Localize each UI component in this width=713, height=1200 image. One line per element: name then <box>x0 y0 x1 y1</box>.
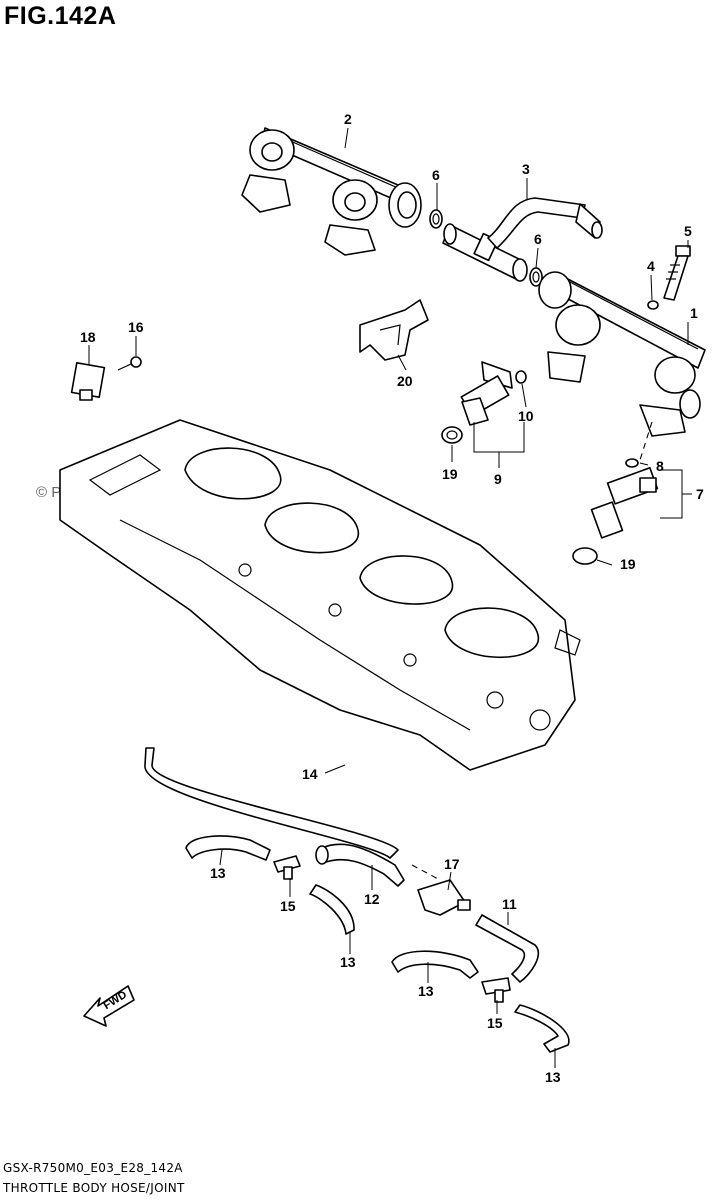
hose-13c[interactable] <box>391 950 479 979</box>
fuel-rail-upper[interactable] <box>241 127 422 256</box>
injector-cushion-upper[interactable] <box>441 426 463 444</box>
hose-13a[interactable] <box>185 835 271 861</box>
figure-code: GSX-R750M0_E03_E28_142A <box>3 1161 183 1175</box>
injector-clamp[interactable] <box>359 299 429 361</box>
joint-17[interactable] <box>417 879 471 916</box>
bolt[interactable] <box>663 245 691 301</box>
callout-9: 9 <box>494 471 502 487</box>
rail-joint[interactable] <box>442 223 528 282</box>
hose-12[interactable] <box>315 843 405 887</box>
hose-14[interactable] <box>144 747 399 859</box>
callout-3: 3 <box>522 161 530 177</box>
callout-14: 14 <box>302 766 318 782</box>
callout-8: 8 <box>656 458 664 474</box>
secondary-injector[interactable] <box>460 361 513 426</box>
injector-cushion-lower[interactable] <box>572 547 598 565</box>
callout-15b: 15 <box>487 1015 503 1031</box>
callout-12: 12 <box>364 891 380 907</box>
callout-19b: 19 <box>620 556 636 572</box>
fuel-rail-lower[interactable] <box>538 271 706 437</box>
callout-19a: 19 <box>442 466 458 482</box>
figure-name: THROTTLE BODY HOSE/JOINT <box>3 1181 185 1195</box>
callout-13c: 13 <box>418 983 434 999</box>
joint-15a[interactable] <box>273 855 301 880</box>
hose-11[interactable] <box>475 914 540 983</box>
leader-lines <box>88 127 692 1068</box>
hose-13b[interactable] <box>309 884 355 935</box>
throttle-position-sensor[interactable] <box>70 361 106 401</box>
callout-17: 17 <box>444 856 460 872</box>
sensor-screw[interactable] <box>117 356 142 371</box>
callout-13a: 13 <box>210 865 226 881</box>
hose-13d[interactable] <box>514 1004 570 1053</box>
callout-18: 18 <box>80 329 96 345</box>
joint-15b[interactable] <box>481 977 511 1003</box>
fuel-feed-hose[interactable] <box>487 197 603 249</box>
primary-injector[interactable] <box>590 458 659 539</box>
callout-2: 2 <box>344 111 352 127</box>
callout-6b: 6 <box>534 231 542 247</box>
callout-4: 4 <box>647 258 655 274</box>
figure-title: FIG.142A <box>4 2 117 30</box>
callout-13b: 13 <box>340 954 356 970</box>
callout-15a: 15 <box>280 898 296 914</box>
callout-1: 1 <box>690 305 698 321</box>
callout-20: 20 <box>397 373 413 389</box>
injector-seal-upper[interactable] <box>515 370 527 384</box>
fwd-arrow: FWD <box>83 985 135 1027</box>
callout-7: 7 <box>696 486 704 502</box>
washer[interactable] <box>647 300 659 310</box>
callouts: 1 2 3 4 5 6 6 7 8 9 10 11 12 13 13 13 13… <box>80 111 704 1085</box>
o-ring-upper[interactable] <box>429 209 443 229</box>
callout-10: 10 <box>518 408 534 424</box>
callout-11: 11 <box>502 896 517 912</box>
callout-13d: 13 <box>545 1069 561 1085</box>
throttle-body-assembly[interactable] <box>59 419 581 771</box>
callout-5: 5 <box>684 223 692 239</box>
callout-6a: 6 <box>432 167 440 183</box>
callout-16: 16 <box>128 319 144 335</box>
